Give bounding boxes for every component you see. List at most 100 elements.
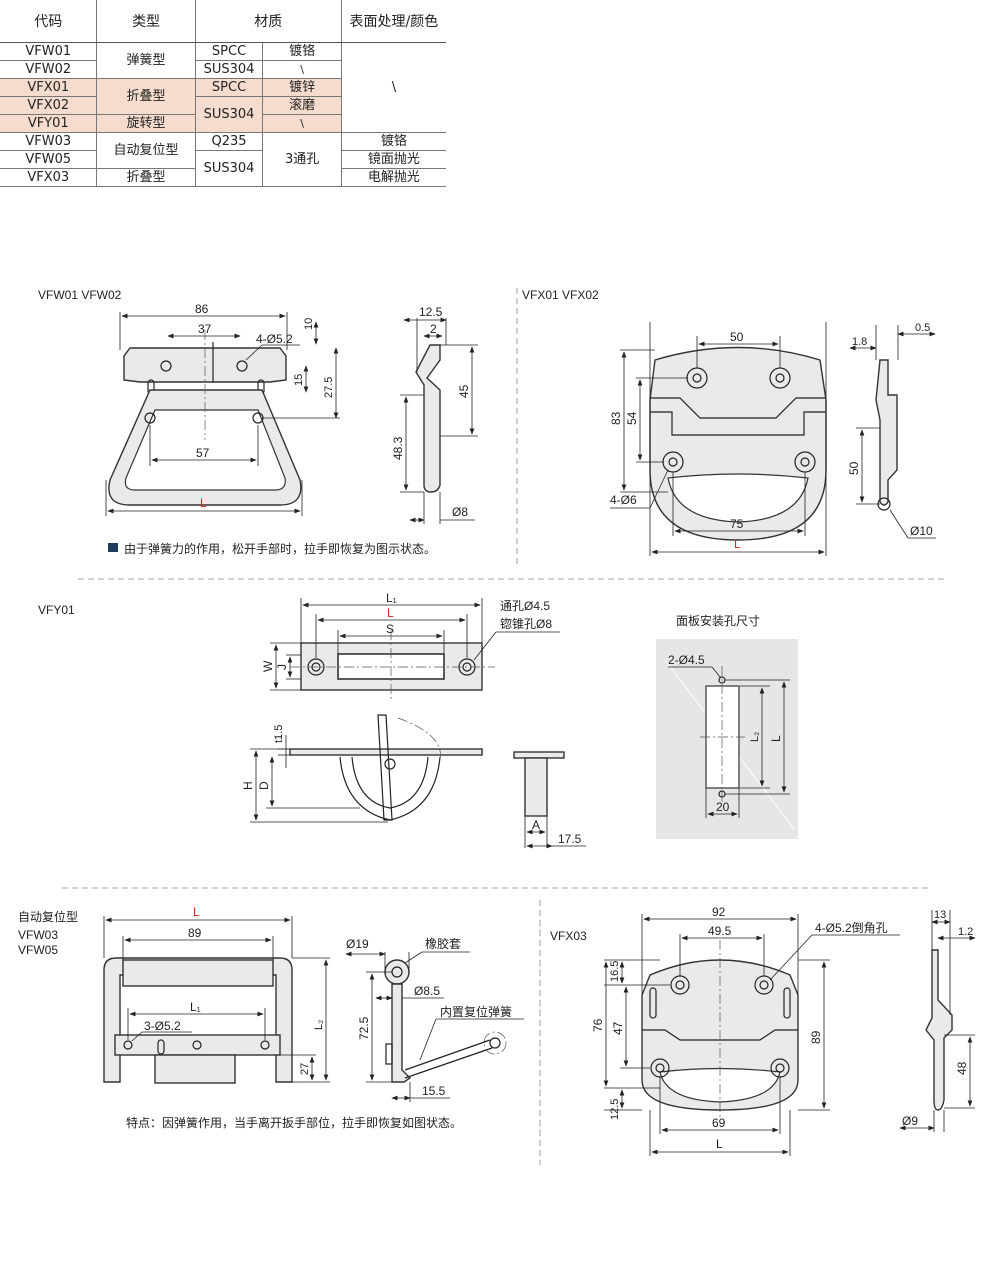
table-header-row: 代码 类型 材质 表面处理/颜色 (0, 0, 446, 43)
svg-text:A: A (532, 818, 540, 832)
svg-text:50: 50 (730, 330, 744, 344)
cell-code: VFW03 (0, 132, 98, 151)
cell-finish: 镀锌 (262, 78, 342, 97)
section-title: VFY01 (38, 603, 75, 617)
svg-text:L₂: L₂ (749, 732, 761, 742)
section-title: VFX01 VFX02 (522, 288, 599, 302)
svg-text:48.3: 48.3 (391, 436, 405, 460)
svg-text:L: L (769, 735, 783, 742)
svg-text:75: 75 (730, 517, 744, 531)
svg-text:L: L (734, 537, 741, 551)
svg-text:4-Ø5.2: 4-Ø5.2 (256, 332, 293, 346)
side-view (415, 344, 441, 493)
svg-text:86: 86 (195, 302, 209, 316)
end-view-body (524, 757, 548, 817)
table-row: VFY01 旋转型 \ (0, 114, 446, 133)
svg-text:Ø8: Ø8 (452, 505, 468, 519)
mounting-plate (123, 347, 287, 383)
svg-text:内置复位弹簧: 内置复位弹簧 (440, 1004, 512, 1019)
svg-text:50: 50 (847, 461, 861, 475)
svg-text:J: J (275, 664, 289, 670)
svg-text:15: 15 (293, 374, 305, 386)
svg-text:L₁: L₁ (386, 591, 397, 605)
end-view-plate (513, 751, 565, 759)
cell-code: VFW05 (0, 150, 98, 169)
svg-text:37: 37 (198, 322, 212, 336)
svg-text:L: L (200, 496, 207, 510)
svg-text:72.5: 72.5 (357, 1016, 371, 1040)
svg-text:17.5: 17.5 (558, 832, 582, 846)
table-row: VFW01 弹簧型 SPCC 镀铬 \ (0, 42, 446, 133)
table-row: VFW03 自动复位型 Q235 3通孔 镀铬 (0, 132, 446, 187)
note-text: 由于弹簧力的作用，松开手部时，拉手即恢复为图示状态。 (124, 541, 436, 556)
svg-text:1.2: 1.2 (958, 926, 973, 938)
section-title: VFW01 VFW02 (38, 288, 122, 302)
cell-finish: 滚磨 (262, 96, 342, 115)
svg-text:0.5: 0.5 (915, 322, 930, 334)
vfw01-drawing: VFW01 VFW02 86 37 4-Ø5.2 10 15 27.5 57 L (38, 288, 478, 556)
svg-text:2: 2 (430, 322, 437, 336)
svg-text:L: L (716, 1137, 723, 1151)
cell-material: SUS304 (195, 150, 264, 187)
svg-text:L: L (387, 606, 394, 620)
cell-finish: 镀铬 (262, 42, 342, 61)
svg-text:45: 45 (457, 384, 471, 398)
table-row: VFX03 折叠型 电解抛光 (0, 168, 446, 187)
svg-text:16.5: 16.5 (609, 961, 621, 982)
svg-text:4-Ø6: 4-Ø6 (610, 493, 637, 507)
base-plate (114, 1034, 281, 1056)
svg-text:VFW03: VFW03 (18, 928, 58, 942)
svg-text:L₂: L₂ (313, 1020, 325, 1030)
svg-text:89: 89 (809, 1030, 823, 1044)
base-block (154, 1054, 236, 1084)
side-view (391, 983, 412, 1083)
spec-table: 代码 类型 材质 表面处理/颜色 VFW01 弹簧型 SPCC 镀铬 \ VFW… (0, 0, 446, 187)
svg-text:12.5: 12.5 (609, 1099, 621, 1120)
cell-surface: \ (341, 42, 446, 133)
cell-surface: 镜面抛光 (341, 150, 446, 169)
vfx01-drawing: VFX01 VFX02 50 83 54 4-Ø6 75 L 1.8 0.5 (522, 288, 936, 556)
header-type: 类型 (96, 0, 196, 43)
table-row: VFW05 SUS304 镜面抛光 (0, 150, 446, 187)
cell-code: VFW01 (0, 42, 98, 61)
table-row: VFW02 SUS304 \ (0, 60, 446, 79)
vfx03-drawing: VFX03 92 49.5 4-Ø5.2倒角孔 16.5 76 47 89 12… (550, 905, 976, 1156)
cell-code: VFX01 (0, 78, 98, 97)
cell-finish: \ (262, 60, 342, 79)
cell-surface: 镀铬 (341, 132, 446, 151)
svg-text:t1.5: t1.5 (273, 725, 285, 743)
header-material: 材质 (195, 0, 342, 43)
section-title: 面板安装孔尺寸 (676, 613, 760, 628)
vfw03-drawing: 自动复位型 VFW03 VFW05 L 89 L₁ 3-Ø5.2 L₂ 27 (18, 905, 524, 1130)
svg-text:27.5: 27.5 (323, 377, 335, 398)
svg-text:89: 89 (188, 926, 202, 940)
table-row: VFX02 SUS304 滚磨 (0, 96, 446, 133)
cell-material: SPCC (195, 78, 264, 97)
side-view (925, 949, 953, 1111)
svg-text:48: 48 (955, 1061, 969, 1075)
svg-text:Ø10: Ø10 (910, 524, 933, 538)
svg-text:49.5: 49.5 (708, 924, 732, 938)
svg-text:76: 76 (591, 1018, 605, 1032)
cell-code: VFX02 (0, 96, 98, 115)
cell-code: VFY01 (0, 114, 98, 133)
table-row: VFX01 折叠型 SPCC 镀锌 (0, 78, 446, 115)
svg-text:S: S (386, 622, 394, 636)
panel-cutout-drawing: 面板安装孔尺寸 2-Ø4.5 L₂ L 20 (656, 613, 798, 839)
svg-text:1.8: 1.8 (852, 336, 867, 348)
svg-text:83: 83 (609, 411, 623, 425)
svg-text:13: 13 (934, 909, 946, 921)
svg-text:27: 27 (299, 1063, 311, 1075)
cell-surface: 电解抛光 (341, 168, 446, 187)
svg-text:锪锥孔Ø8: 锪锥孔Ø8 (500, 616, 552, 631)
cell-material: Q235 (195, 132, 264, 151)
svg-text:54: 54 (625, 411, 639, 425)
cell-finish: \ (262, 114, 342, 133)
svg-text:4-Ø5.2倒角孔: 4-Ø5.2倒角孔 (815, 921, 888, 935)
note-bullet-icon (108, 543, 118, 552)
svg-text:橡胶套: 橡胶套 (425, 936, 461, 951)
svg-text:2-Ø4.5: 2-Ø4.5 (668, 653, 705, 667)
svg-text:Ø8.5: Ø8.5 (414, 984, 440, 998)
cell-type: 旋转型 (96, 114, 196, 133)
